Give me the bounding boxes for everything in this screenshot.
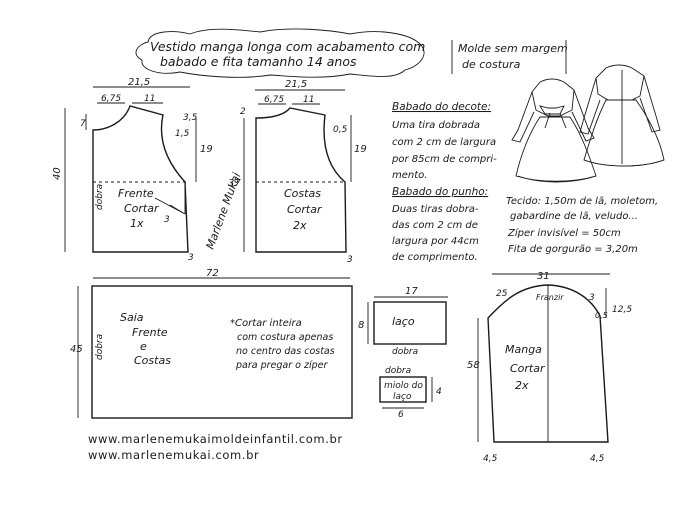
manga-label1: Manga <box>505 343 542 356</box>
laco-width: 17 <box>405 286 418 297</box>
title-line1: Vestido manga longa com acabamento com <box>150 39 425 54</box>
frente-fold: dobra <box>95 184 105 210</box>
frente-dim-a: 6,75 <box>101 94 121 104</box>
costas-dim-d: 0,5 <box>333 125 348 135</box>
babado-decote-l4: mento. <box>392 170 427 181</box>
saia-label3: e <box>140 340 147 353</box>
materials-l4: Fita de gorgurão = 3,20m <box>508 244 638 255</box>
title-line2: babado e fita tamanho 14 anos <box>160 54 357 69</box>
frente-label2: Cortar <box>124 202 160 215</box>
costas-pattern: 21,5 6,75 11 2 0,5 19 37 3 Costas Cortar… <box>228 79 367 265</box>
miolo-label2: laço <box>393 392 412 402</box>
molde-note-line2: de costura <box>462 58 521 71</box>
laco-fold: dobra <box>392 347 418 357</box>
dress-illustration-back <box>579 64 665 167</box>
manga-dim-f: 4,5 <box>483 454 498 464</box>
dress-illustration-front <box>511 78 597 183</box>
saia-note4: para pregar o zíper <box>235 360 328 371</box>
babado-punho-l4: de comprimento. <box>392 252 478 263</box>
miolo-width: 6 <box>398 410 404 420</box>
manga-dim-g: 4,5 <box>590 454 605 464</box>
miolo-height: 4 <box>436 387 442 397</box>
babado-punho-l1: Duas tiras dobra- <box>392 204 479 215</box>
saia-note1: *Cortar inteira <box>230 318 302 329</box>
manga-label2: Cortar <box>510 362 546 375</box>
laco-label: laço <box>392 315 415 328</box>
babado-punho-note: Babado do punho: Duas tiras dobra- das c… <box>392 186 488 263</box>
frente-pattern: 21,5 6,75 11 40 7 3,5 1,5 19 3 3 dobra F… <box>52 77 243 263</box>
miolo-fold: dobra <box>385 366 411 376</box>
babado-punho-title: Babado do punho: <box>392 186 488 198</box>
manga-pattern: 31 25 Franzir 3 0,5 12,5 58 4,5 4,5 Mang… <box>467 271 632 464</box>
frente-label1: Frente <box>118 187 154 200</box>
saia-note2: com costura apenas <box>237 332 333 343</box>
url-line2: www.marlenemukai.com.br <box>88 448 259 462</box>
materials-note: Tecido: 1,50m de lã, moletom, gabardine … <box>506 196 658 255</box>
manga-dim-d: 12,5 <box>612 305 632 315</box>
frente-dim-b: 11 <box>144 94 155 104</box>
materials-l2: gabardine de lã, veludo... <box>510 211 638 222</box>
babado-punho-l2: das com 2 cm de <box>392 220 478 231</box>
costas-label2: Cortar <box>287 203 323 216</box>
title-cloud-outline <box>135 28 425 78</box>
frente-dim-g: 40 <box>52 167 63 180</box>
costas-dim-a: 6,75 <box>264 95 284 105</box>
miolo-label1: miolo do <box>384 381 423 391</box>
babado-decote-l2: com 2 cm de largura <box>392 137 496 148</box>
manga-dim-b: 3 <box>589 293 595 303</box>
saia-pattern: 72 45 dobra Saia Frente e Costas *Cortar… <box>70 268 353 419</box>
costas-dim-g: 3 <box>347 255 353 265</box>
frente-dim-h: 3 <box>164 215 170 225</box>
frente-dim-d: 1,5 <box>175 129 190 139</box>
costas-width: 21,5 <box>285 79 307 90</box>
molde-note-line1: Molde sem margem <box>458 42 568 55</box>
costas-label1: Costas <box>284 187 321 200</box>
manga-label3: 2x <box>515 379 529 392</box>
manga-dim-c: 0,5 <box>595 311 608 320</box>
babado-decote-title: Babado do decote: <box>392 101 491 113</box>
manga-dim-e: 58 <box>467 360 480 371</box>
miolo-pattern: dobra miolo do laço 4 6 <box>379 366 442 420</box>
saia-fold: dobra <box>95 334 105 360</box>
saia-note3: no centro das costas <box>236 346 335 357</box>
frente-dim-i: 3 <box>188 253 194 263</box>
saia-label1: Saia <box>120 311 144 324</box>
laco-pattern: 17 8 laço dobra <box>358 286 448 357</box>
costas-dim-e: 19 <box>354 144 367 155</box>
frente-label3: 1x <box>130 217 144 230</box>
laco-height: 8 <box>358 320 364 331</box>
babado-decote-l1: Uma tira dobrada <box>392 120 480 131</box>
materials-l3: Zíper invisível = 50cm <box>507 227 621 239</box>
babado-punho-l3: largura por 44cm <box>392 236 479 247</box>
manga-dim-a: 25 <box>496 289 508 299</box>
babado-decote-note: Babado do decote: Uma tira dobrada com 2… <box>391 101 497 181</box>
manga-width: 31 <box>537 271 550 282</box>
saia-label4: Costas <box>134 354 171 367</box>
materials-l1: Tecido: 1,50m de lã, moletom, <box>506 196 658 207</box>
frente-dim-c: 3,5 <box>183 113 198 123</box>
costas-label3: 2x <box>293 219 307 232</box>
frente-dim-e: 7 <box>80 119 86 129</box>
saia-label2: Frente <box>132 326 168 339</box>
saia-width: 72 <box>206 268 219 279</box>
costas-dim-f: 37 <box>228 178 241 189</box>
costas-dim-b: 11 <box>303 95 314 105</box>
url-line1: www.marlenemukaimoldeinfantil.com.br <box>88 432 343 446</box>
costas-dim-c: 2 <box>240 107 246 117</box>
frente-width: 21,5 <box>128 77 150 88</box>
saia-height: 45 <box>70 344 83 355</box>
manga-franzir: Franzir <box>536 293 564 302</box>
babado-decote-l3: por 85cm de compri- <box>391 154 497 165</box>
frente-dim-f: 19 <box>200 144 213 155</box>
